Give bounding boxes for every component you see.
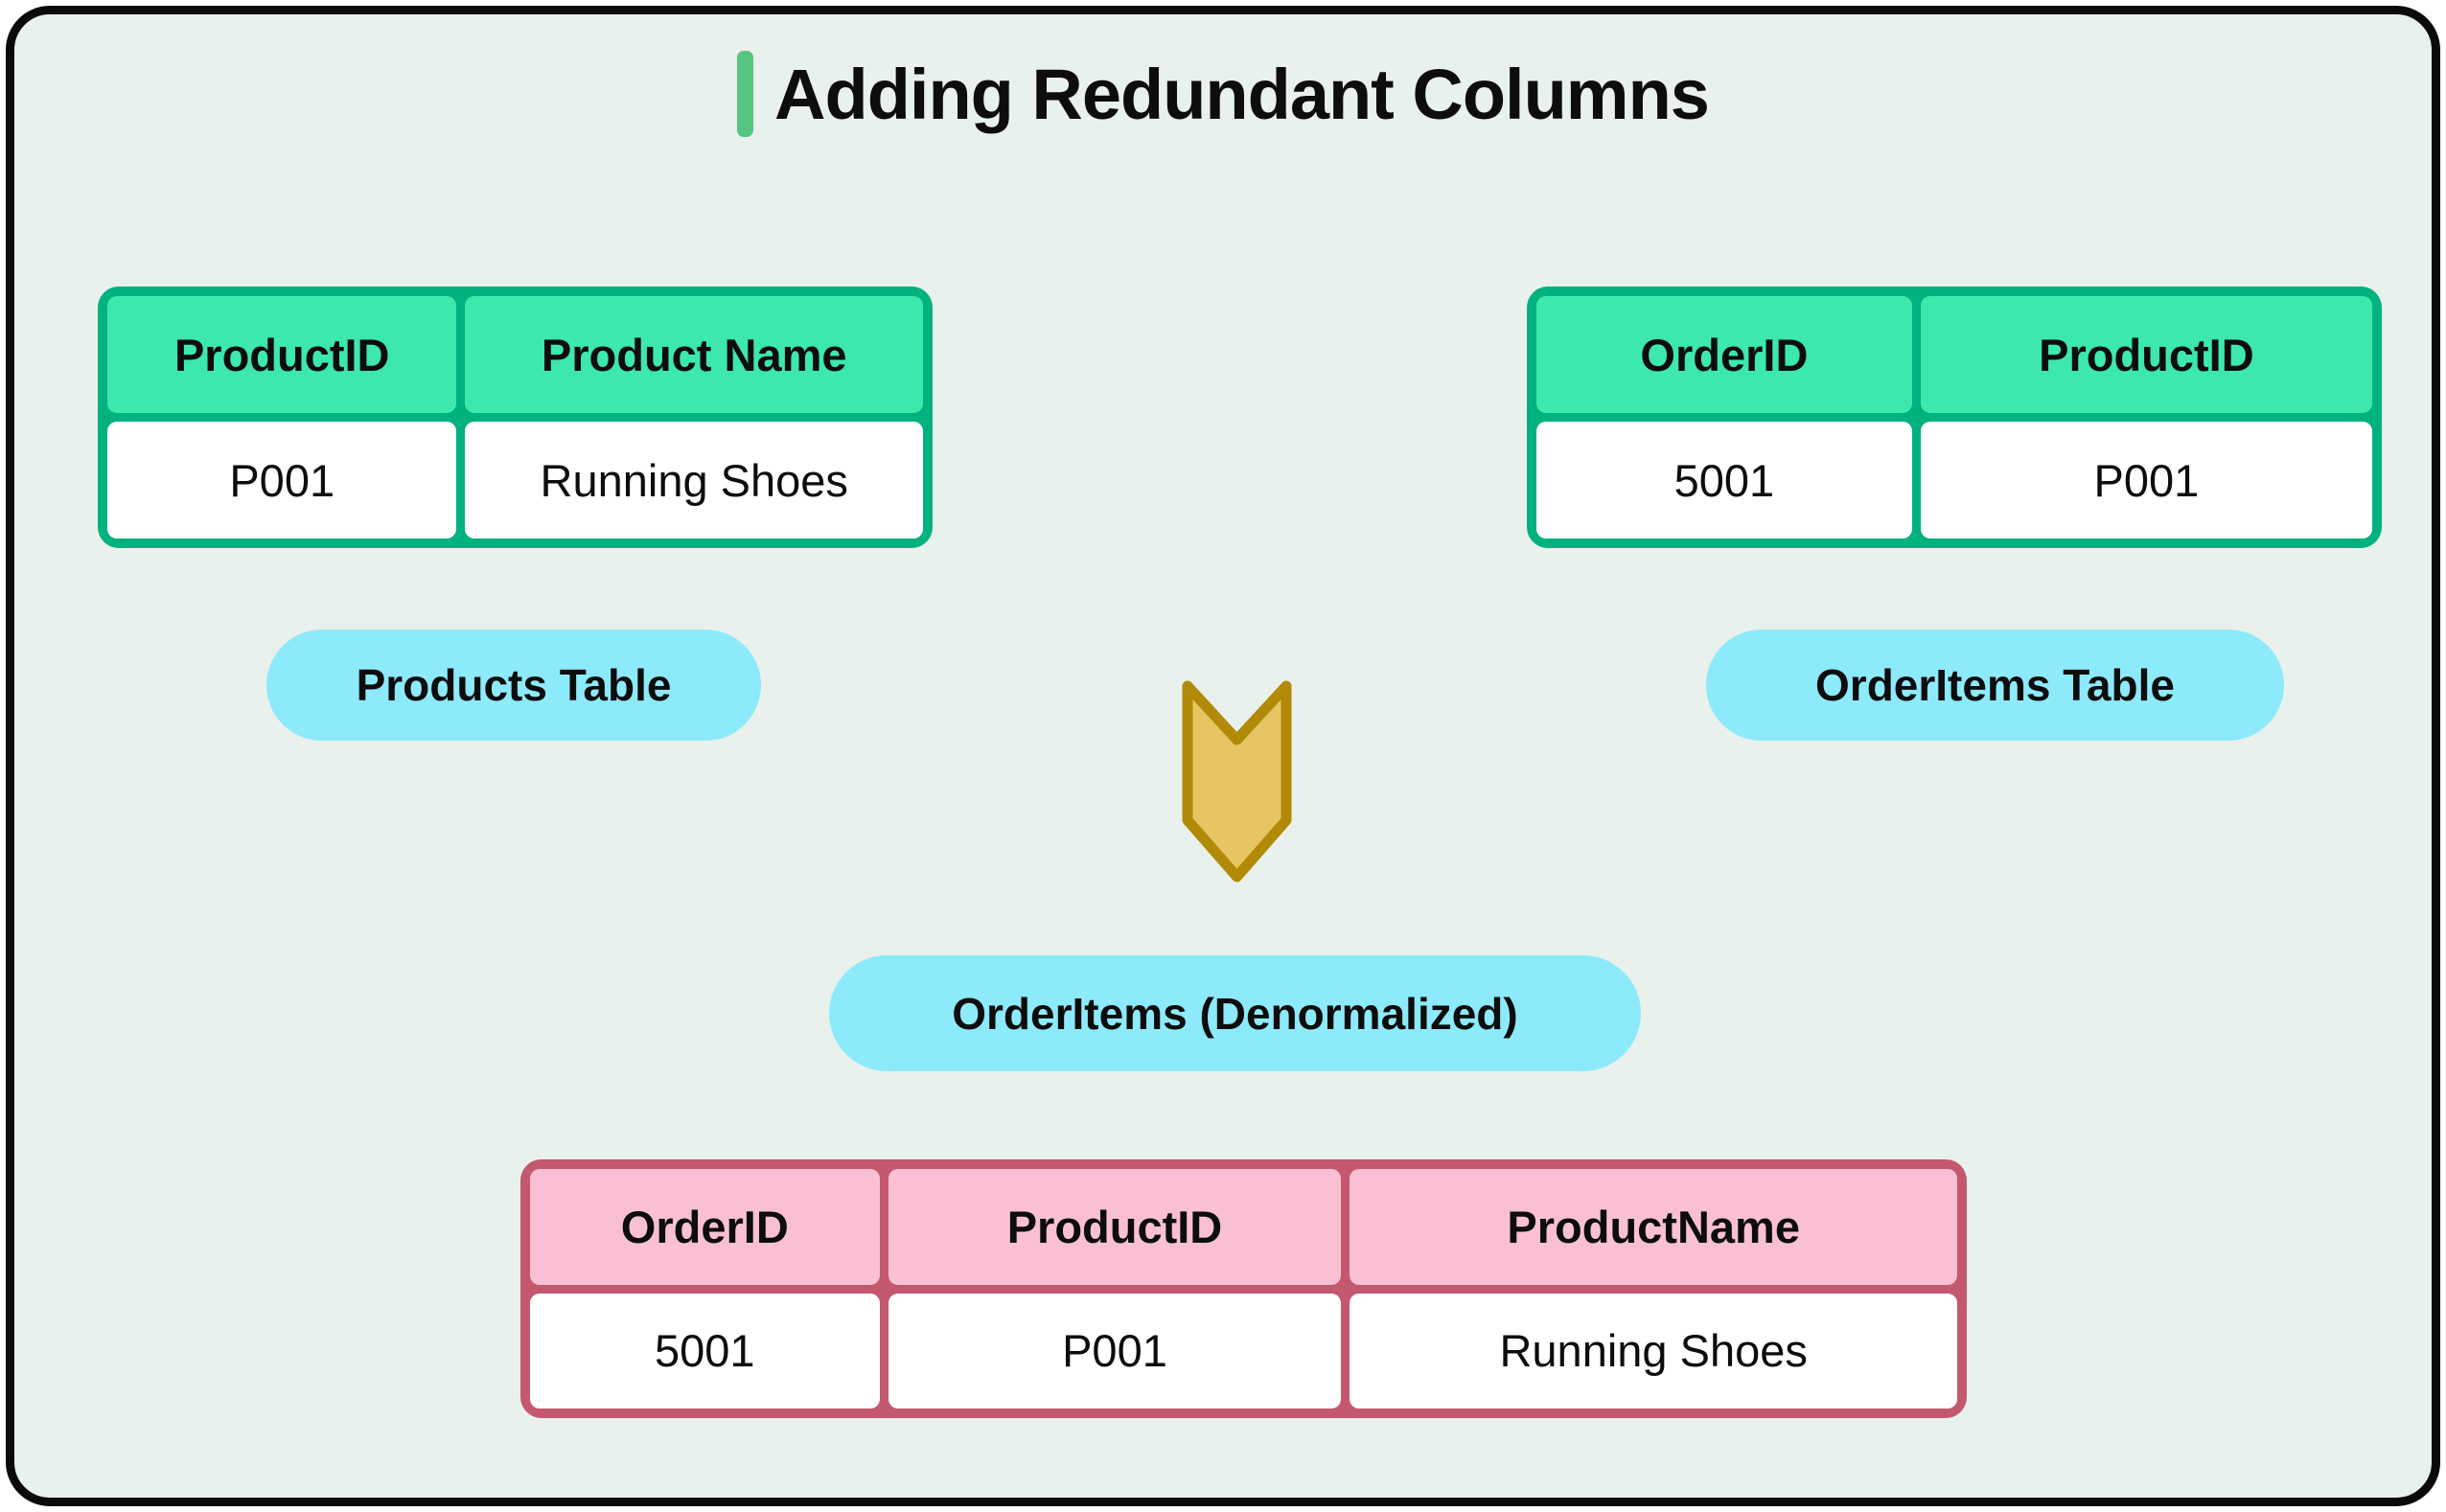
table-cell: P001: [888, 1293, 1342, 1409]
orderitems-table-label-text: OrderItems Table: [1815, 660, 2175, 710]
table-header-cell: OrderID: [1536, 296, 1912, 413]
table-cell: Running Shoes: [465, 422, 923, 538]
table-header-cell: ProductName: [1350, 1169, 1957, 1285]
title-row: Adding Redundant Columns: [14, 51, 2432, 137]
products-table-label: Products Table: [266, 630, 761, 741]
table-header-cell: ProductID: [888, 1169, 1342, 1285]
products-table-label-text: Products Table: [356, 660, 672, 710]
denormalized-table-label-text: OrderItems (Denormalized): [952, 988, 1518, 1039]
orderitems-table-label: OrderItems Table: [1706, 630, 2284, 741]
table-header-cell: ProductID: [107, 296, 457, 413]
orderitems-table: OrderID ProductID 5001 P001: [1527, 286, 2382, 548]
diagram-frame: Adding Redundant Columns ProductID Produ…: [6, 6, 2440, 1506]
title-accent-bar: [737, 51, 754, 137]
page-title: Adding Redundant Columns: [774, 54, 1710, 134]
products-table: ProductID Product Name P001 Running Shoe…: [98, 286, 933, 548]
table-cell: P001: [107, 422, 457, 538]
table-cell: P001: [1920, 422, 2372, 538]
table-cell: Running Shoes: [1350, 1293, 1957, 1409]
table-header-cell: Product Name: [465, 296, 923, 413]
down-arrow-icon: [1182, 680, 1292, 882]
table-header-cell: OrderID: [530, 1169, 880, 1285]
table-cell: 5001: [530, 1293, 880, 1409]
denormalized-table-label: OrderItems (Denormalized): [829, 955, 1641, 1071]
denormalized-table: OrderID ProductID ProductName 5001 P001 …: [520, 1159, 1967, 1418]
table-cell: 5001: [1536, 422, 1912, 538]
table-header-cell: ProductID: [1920, 296, 2372, 413]
